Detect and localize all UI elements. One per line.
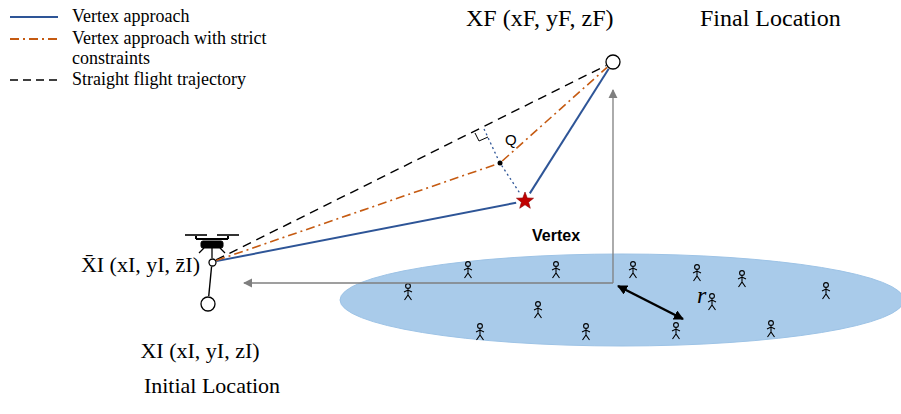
point-label: Q bbox=[505, 131, 517, 148]
trajectory-line bbox=[209, 266, 212, 296]
trajectory-line bbox=[216, 164, 497, 261]
trajectory-line bbox=[502, 166, 520, 194]
legend-line-sample bbox=[8, 28, 60, 49]
vertex-marker: Vertex bbox=[516, 192, 534, 210]
z-axis bbox=[612, 90, 613, 283]
perpendicular-line bbox=[484, 129, 498, 159]
users bbox=[404, 262, 830, 340]
location-caption: Final Location bbox=[700, 5, 841, 33]
marker-shape bbox=[200, 296, 216, 312]
location-marker: XI (xI, yI, zI)Initial Location bbox=[200, 296, 216, 312]
location-caption: Initial Location bbox=[144, 373, 280, 398]
trajectory-line bbox=[530, 69, 609, 194]
legend-entry: Vertex approach with strict constraints bbox=[8, 28, 287, 68]
legend-line-sample bbox=[8, 69, 60, 90]
location-marker: XF (xF, yF, zF)Final Location bbox=[605, 54, 621, 70]
trajectory-line bbox=[502, 67, 607, 161]
marker-shape bbox=[605, 54, 621, 70]
point-label: Vertex bbox=[532, 227, 580, 245]
point-label: XF (xF, yF, zF) bbox=[466, 5, 614, 33]
coverage-area bbox=[340, 254, 901, 346]
radius-arrow bbox=[618, 286, 683, 319]
legend-text: Straight flight trajectory bbox=[72, 69, 287, 89]
marker-shape bbox=[497, 160, 503, 166]
legend-entry: Vertex approach bbox=[8, 6, 287, 27]
trajectory-line bbox=[216, 66, 606, 260]
location-marker: X̄I (xI, yI, z̄I) bbox=[208, 258, 217, 267]
legend-line-sample bbox=[8, 6, 60, 27]
legend-text: Vertex approach bbox=[72, 6, 287, 26]
right-angle-mark bbox=[475, 133, 488, 141]
marker-shape bbox=[208, 258, 217, 267]
point-marker: Q bbox=[497, 160, 503, 166]
legend-text: Vertex approach with strict constraints bbox=[72, 28, 287, 68]
x-axis bbox=[244, 282, 613, 283]
legend-entry: Straight flight trajectory bbox=[8, 69, 287, 90]
trajectory-line bbox=[216, 203, 516, 261]
point-label: XI (xI, yI, zI) bbox=[140, 338, 259, 363]
radius-label: r bbox=[697, 282, 706, 310]
marker-shape bbox=[516, 192, 534, 210]
point-label: X̄I (xI, yI, z̄I) bbox=[81, 252, 200, 277]
legend-box: Vertex approachVertex approach with stri… bbox=[8, 6, 287, 91]
